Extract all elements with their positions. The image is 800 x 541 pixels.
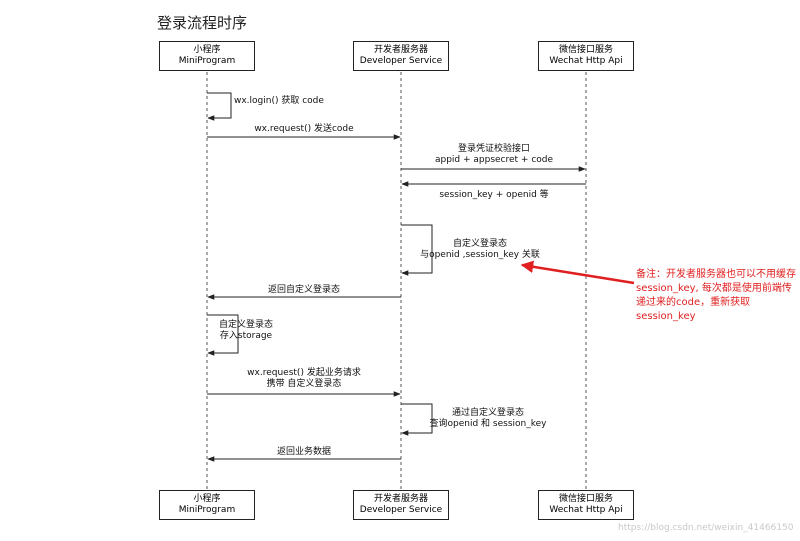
message-return-session-key: session_key + openid 等 [439, 190, 549, 200]
participant-sub: MiniProgram [178, 56, 236, 66]
participant-sub: Wechat Http Api [549, 56, 623, 66]
arrow-wx-login [207, 92, 232, 121]
message-custom-login-state-2: 与openid ,session_key 关联 [420, 250, 540, 260]
annotation-note: 备注：开发者服务器也可以不用缓存 session_key, 每次都是使用前端传递… [636, 269, 796, 322]
participant-name: 小程序 [193, 494, 221, 504]
message-query-openid-2: 查询openid 和 session_key [429, 419, 547, 429]
participant-name: 微信接口服务 [558, 494, 613, 504]
participant-developer-service-bottom: 开发者服务器 Developer Service [353, 490, 449, 520]
message-check-credentials-1: 登录凭证校验接口 [457, 144, 531, 154]
diagram-title: 登录流程时序 [157, 14, 248, 32]
message-check-credentials-2: appid + appsecret + code [434, 155, 554, 165]
watermark: https://blog.csdn.net/weixin_41466150 [618, 523, 794, 533]
message-query-openid-1: 通过自定义登录态 [451, 408, 525, 418]
arrow-store-storage [207, 314, 239, 356]
message-return-business-data: 返回业务数据 [276, 447, 332, 457]
arrow-query-openid [401, 403, 433, 436]
participant-miniprogram-top: 小程序 MiniProgram [159, 41, 255, 71]
participant-wechat-api-bottom: 微信接口服务 Wechat Http Api [538, 490, 634, 520]
participant-wechat-api-top: 微信接口服务 Wechat Http Api [538, 41, 634, 71]
message-send-code: wx.request() 发送code [254, 124, 354, 134]
message-store-storage-1: 自定义登录态 [218, 320, 274, 330]
participant-developer-service-top: 开发者服务器 Developer Service [353, 41, 449, 71]
participant-sub: Developer Service [359, 505, 443, 515]
message-custom-login-state-1: 自定义登录态 [452, 239, 508, 249]
arrow-custom-login-state [401, 224, 433, 276]
message-wx-login: wx.login() 获取 code [234, 96, 324, 106]
participant-sub: MiniProgram [178, 505, 236, 515]
participant-sub: Developer Service [359, 56, 443, 66]
participant-name: 开发者服务器 [373, 45, 428, 55]
annotation-arrow [520, 260, 635, 285]
participant-miniprogram-bottom: 小程序 MiniProgram [159, 490, 255, 520]
participant-name: 微信接口服务 [558, 45, 613, 55]
message-business-request-1: wx.request() 发起业务请求 [247, 368, 361, 378]
participant-name: 开发者服务器 [373, 494, 428, 504]
message-business-request-2: 携带 自定义登录态 [266, 379, 342, 389]
message-return-login-state: 返回自定义登录态 [267, 285, 341, 295]
participant-name: 小程序 [193, 45, 221, 55]
participant-sub: Wechat Http Api [549, 505, 623, 515]
message-store-storage-2: 存入storage [219, 331, 273, 341]
